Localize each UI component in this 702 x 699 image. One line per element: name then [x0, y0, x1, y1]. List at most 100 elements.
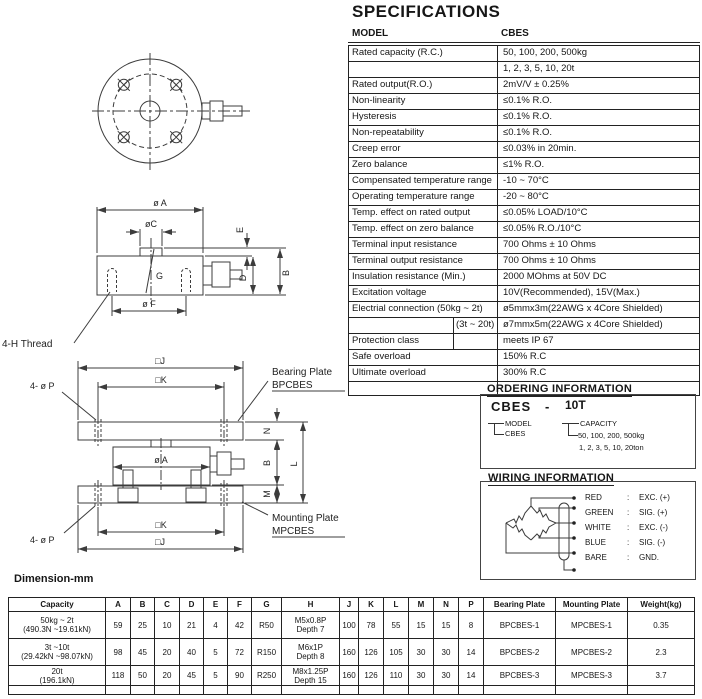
spec-value: ≤0.1% R.O.: [503, 111, 553, 122]
wiring-row: WHITE:EXC. (-): [585, 523, 668, 532]
spec-value: 2000 MOhms at 50V DC: [503, 271, 607, 282]
dim-table-cell: 98: [105, 638, 131, 666]
spec-row: Non-repeatability≤0.1% R.O.: [349, 126, 699, 142]
dim-table-header: K: [358, 597, 384, 612]
spec-label: Operating temperature range: [349, 190, 498, 205]
dim-table-header: B: [130, 597, 155, 612]
wiring-row: GREEN:SIG. (+): [585, 508, 668, 517]
asm-dim-l-label: L: [289, 461, 299, 466]
spec-row: Hysteresis ≤0.1% R.O.: [349, 110, 699, 126]
dim-table-cell: 14: [458, 638, 484, 666]
spec-label: Creep error: [349, 142, 498, 157]
ordering-capacity-line1: 50, 100, 200, 500kg: [578, 431, 645, 440]
side-dim-g-label: G: [156, 271, 163, 281]
spec-label: Compensated temperature range: [349, 174, 498, 189]
dim-table-cell: R50: [251, 611, 282, 639]
ordering-title: ORDERING INFORMATION: [487, 383, 633, 397]
asm-p-bottom-label: 4- ø P: [30, 535, 55, 545]
asm-dim-a-label: ø A: [154, 455, 168, 465]
ordering-box: CBES - 10T MODEL CBES CAPACITY 50, 100, …: [480, 394, 696, 469]
spec-label: Terminal output resistance: [349, 254, 498, 269]
spec-row: Compensated temperature range -10 ~ 70°C: [349, 174, 699, 190]
spec-value: 700 Ohms ± 10 Ohms: [503, 239, 596, 250]
spec-value: 50, 100, 200, 500kg: [503, 47, 587, 58]
thread-note-label: 4-H Thread: [2, 339, 52, 350]
asm-p-top-label: 4- ø P: [30, 381, 55, 391]
dim-table-cell: R250: [251, 665, 282, 686]
page-title: SPECIFICATIONS: [352, 2, 501, 21]
spec-label: Hysteresis: [349, 110, 498, 125]
spec-value: ≤0.1% R.O.: [503, 95, 553, 106]
dim-table-cell: 50kg ~ 2t(490.3N ~19.61kN): [8, 611, 106, 639]
asm-dim-j-bottom-label: □J: [155, 537, 165, 547]
spec-table-header: MODEL CBES: [348, 27, 700, 43]
asm-dim-b-label: B: [262, 460, 272, 466]
spec-value: ø5mmx3m(22AWG x 4Core Shielded): [503, 303, 663, 314]
spec-value: -20 ~ 80°C: [503, 191, 549, 202]
spec-value: 300% R.C: [503, 367, 547, 378]
dim-table-cell: BPCBES-3: [483, 665, 556, 686]
dim-table-cell: 126: [358, 638, 384, 666]
spec-label: [349, 382, 498, 395]
dim-table-cell: 0.35: [627, 611, 695, 639]
ordering-model-bracket-corner: [494, 423, 504, 435]
dim-table-header: Capacity: [8, 597, 106, 612]
dim-table-cell: 59: [105, 611, 131, 639]
dim-table-cell: 55: [383, 611, 409, 639]
dim-table-header: N: [433, 597, 459, 612]
dim-table-cell: 105: [383, 638, 409, 666]
dim-table-cell: MPCBES-2: [555, 638, 628, 666]
side-dim-e-label: E: [235, 227, 245, 233]
dim-table-header: Mounting Plate: [555, 597, 628, 612]
dim-table-cell: 42: [227, 611, 252, 639]
dim-table-cell: 118: [105, 665, 131, 686]
spec-value: 10V(Recommended), 15V(Max.): [503, 287, 640, 298]
wiring-box: RED:EXC. (+)GREEN:SIG. (+)WHITE:EXC. (-)…: [480, 481, 696, 580]
ordering-capacity-code: 10T: [565, 398, 586, 412]
spec-row: Zero balance≤1% R.O.: [349, 158, 699, 174]
bridge-circuit-diagram: [505, 496, 576, 572]
dim-table-cell: 2.3: [627, 638, 695, 666]
dim-table-cell: BPCBES-2: [483, 638, 556, 666]
side-dim-f-label: ø F: [142, 299, 156, 309]
spec-row: Insulation resistance (Min.) 2000 MOhms a…: [349, 270, 699, 286]
spec-row: [349, 382, 699, 395]
dim-table-empty-row: [8, 685, 695, 695]
asm-dim-m-label: M: [262, 490, 272, 498]
dim-table-cell: 45: [179, 665, 204, 686]
spec-label: Insulation resistance (Min.): [349, 270, 498, 285]
dim-table-cell: 5: [203, 638, 228, 666]
dim-table-header: A: [105, 597, 131, 612]
mounting-bolts: [117, 469, 207, 503]
spec-label: Electrial connection (50kg ~ 2t): [349, 302, 498, 317]
spec-label: Non-linearity: [349, 94, 498, 109]
spec-label: Zero balance: [349, 158, 498, 173]
dim-table-cell: 3t ~10t(29.42kN ~98.07kN): [8, 638, 106, 666]
dim-table-cell: 126: [358, 665, 384, 686]
spec-label: Temp. effect on rated output: [349, 206, 498, 221]
spec-value: ≤0.05% R.O./10°C: [503, 223, 582, 234]
spec-value: -10 ~ 70°C: [503, 175, 549, 186]
ordering-model-code: CBES: [491, 399, 532, 414]
spec-value: 150% R.C: [503, 351, 547, 362]
dim-table-header: P: [458, 597, 484, 612]
ordering-separator: -: [545, 399, 550, 414]
dim-table-cell: 30: [408, 665, 434, 686]
dim-table-header: Weight(kg): [627, 597, 695, 612]
dimension-section-label: Dimension-mm: [14, 573, 94, 585]
dim-table-header: E: [203, 597, 228, 612]
spec-value: ≤0.03% in 20min.: [503, 143, 577, 154]
dim-table-cell: 20t(196.1kN): [8, 665, 106, 686]
side-dim-a-label: ø A: [153, 198, 167, 208]
ordering-capacity-bracket-corner: [568, 423, 578, 436]
technical-drawings: ø A øC G ø F 4-H Thread E: [2, 53, 345, 553]
